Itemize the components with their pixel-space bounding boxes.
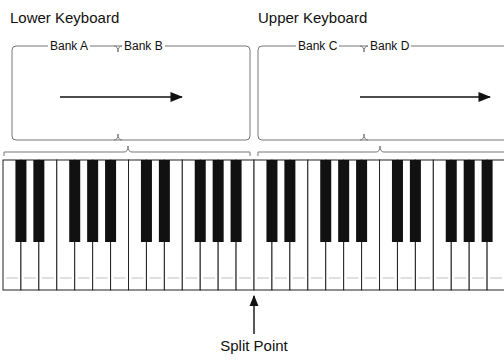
black-key <box>284 160 295 242</box>
key-edge <box>132 278 144 279</box>
black-key <box>446 160 457 242</box>
black-key <box>266 160 277 242</box>
black-key <box>338 160 349 242</box>
key-edge <box>96 278 108 279</box>
key-edge <box>365 278 377 279</box>
key-edge <box>221 278 233 279</box>
key-edge <box>78 278 90 279</box>
black-key <box>392 160 403 242</box>
black-key <box>159 160 170 242</box>
bank-divider <box>114 46 122 140</box>
black-key <box>87 160 98 242</box>
black-key <box>320 160 331 242</box>
black-key <box>464 160 475 242</box>
key-edge <box>383 278 395 279</box>
key-edge <box>275 278 287 279</box>
bank-bracket <box>12 46 250 140</box>
key-edge <box>24 278 36 279</box>
black-key <box>213 160 224 242</box>
key-edge <box>203 278 215 279</box>
black-key <box>69 160 80 242</box>
bank-label: Bank D <box>368 40 411 52</box>
bank-label: Bank A <box>48 40 90 52</box>
key-edge <box>42 278 54 279</box>
key-edge <box>418 278 430 279</box>
black-key <box>33 160 44 242</box>
split-arrow <box>253 296 254 334</box>
black-key <box>105 160 116 242</box>
keyboard-heading: Lower Keyboard <box>8 10 121 25</box>
black-key <box>482 160 493 242</box>
key-edge <box>6 278 18 279</box>
keyboard-heading: Upper Keyboard <box>256 10 369 25</box>
key-edge <box>185 278 197 279</box>
bank-bracket <box>258 46 504 140</box>
black-key <box>231 160 242 242</box>
bank-divider <box>360 46 368 140</box>
direction-arrow <box>360 96 490 98</box>
key-edge <box>311 278 323 279</box>
black-key <box>356 160 367 242</box>
piano-keys <box>3 160 504 290</box>
black-key <box>141 160 152 242</box>
key-edge <box>293 278 305 279</box>
key-edge <box>114 278 126 279</box>
key-edge <box>167 278 179 279</box>
keyboard-brace <box>4 146 250 156</box>
key-edge <box>454 278 466 279</box>
keyboard-brace <box>258 146 504 156</box>
bank-label: Bank C <box>296 40 339 52</box>
black-key <box>195 160 206 242</box>
key-edge <box>257 278 269 279</box>
key-edge <box>347 278 359 279</box>
split-point-label: Split Point <box>218 338 290 353</box>
key-edge <box>60 278 72 279</box>
key-edge <box>490 278 502 279</box>
black-key <box>410 160 421 242</box>
key-edge <box>400 278 412 279</box>
key-edge <box>149 278 161 279</box>
key-edge <box>472 278 484 279</box>
key-edge <box>239 278 251 279</box>
key-edge <box>436 278 448 279</box>
black-key <box>15 160 26 242</box>
direction-arrow <box>60 96 182 98</box>
key-edge <box>329 278 341 279</box>
bank-label: Bank B <box>122 40 165 52</box>
